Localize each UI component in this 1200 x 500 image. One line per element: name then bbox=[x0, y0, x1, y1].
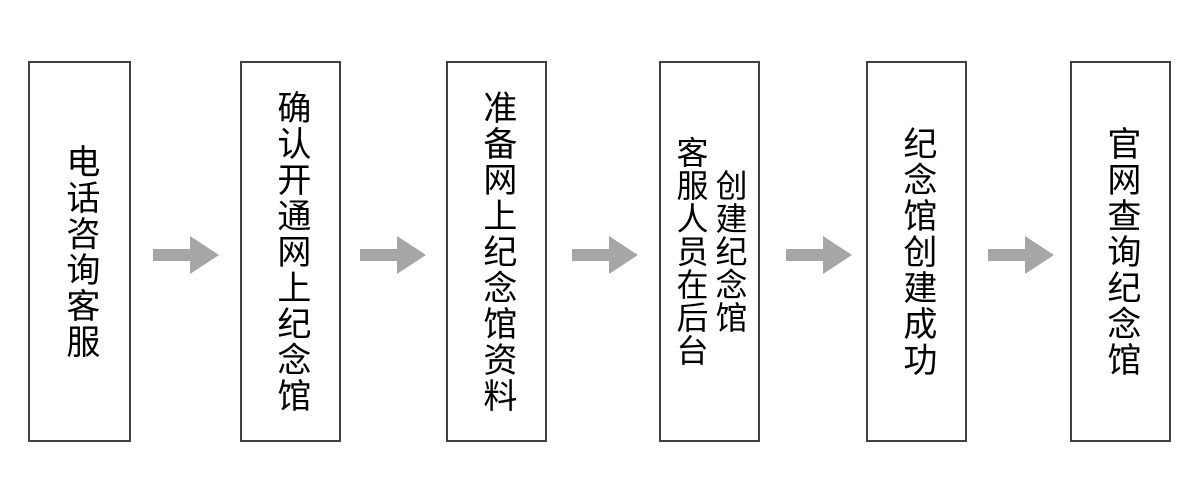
process-node-6[interactable]: 官网查询纪念馆 bbox=[1070, 61, 1171, 442]
flow-arrow-icon-step-5-to-step-6 bbox=[988, 236, 1054, 274]
process-node-4[interactable]: 创建纪念馆 客服人员在后台 bbox=[659, 61, 760, 442]
flow-arrow-icon-step-1-to-step-2 bbox=[153, 236, 219, 274]
process-node-label-1: 电话咨询客服 bbox=[59, 143, 100, 360]
process-node-label-6: 官网查询纪念馆 bbox=[1100, 125, 1141, 378]
process-node-3[interactable]: 准备网上纪念馆资料 bbox=[446, 61, 547, 442]
process-node-label-3: 准备网上纪念馆资料 bbox=[476, 89, 517, 414]
process-node-label-5: 纪念馆创建成功 bbox=[896, 125, 937, 378]
process-node-label-2: 确认开通网上纪念馆 bbox=[270, 89, 311, 414]
process-node-5[interactable]: 纪念馆创建成功 bbox=[866, 61, 967, 442]
flow-arrow-icon-step-3-to-step-4 bbox=[572, 236, 638, 274]
flow-arrow-icon-step-4-to-step-5 bbox=[786, 236, 852, 274]
flow-arrow-icon-step-2-to-step-3 bbox=[360, 236, 426, 274]
process-node-2[interactable]: 确认开通网上纪念馆 bbox=[240, 61, 341, 442]
process-node-label-4: 创建纪念馆 客服人员在后台 bbox=[671, 136, 749, 367]
process-node-1[interactable]: 电话咨询客服 bbox=[28, 61, 131, 442]
